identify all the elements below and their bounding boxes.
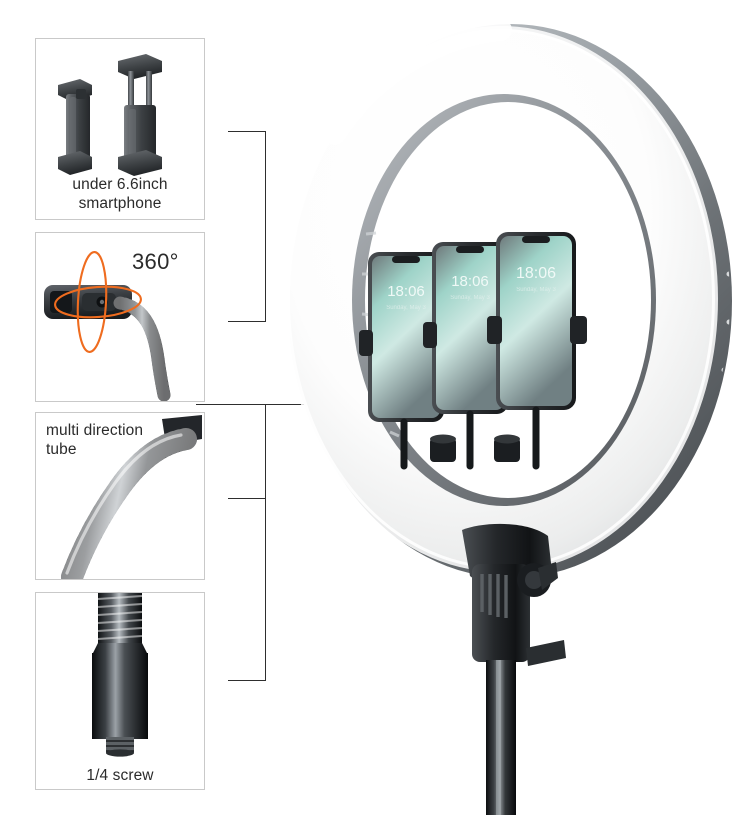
leader-stub-panel-1 xyxy=(228,131,266,132)
flexible-tube-illustration xyxy=(61,415,202,579)
gooseneck-art xyxy=(113,296,171,401)
svg-text:18:06: 18:06 xyxy=(516,265,556,282)
leader-spine-lower xyxy=(265,404,266,680)
phone-mount-arms xyxy=(400,406,540,470)
svg-text:18:06: 18:06 xyxy=(451,273,489,290)
panel-4-caption: 1/4 screw xyxy=(86,767,154,784)
screw-shoulder xyxy=(92,643,148,655)
leader-stub-panel-3 xyxy=(228,498,266,499)
svg-text:Sunday, May 3: Sunday, May 3 xyxy=(450,295,490,301)
screw-barrel xyxy=(92,653,148,739)
ring-light-stand xyxy=(430,520,610,815)
leader-stub-panel-4 xyxy=(228,680,266,681)
feature-panel-flexible-tube: multi direction tube xyxy=(35,412,205,580)
screw-illustration xyxy=(92,593,148,757)
panel-3-caption: multi direction tube xyxy=(46,422,144,458)
panel-1-caption: under 6.6inch smartphone xyxy=(72,176,168,212)
phone-group: 18:06 Sunday, May 3 18:06 Sunday, May 3 xyxy=(359,232,587,422)
leader-stub-panel-2 xyxy=(228,321,266,322)
height-lock-lever xyxy=(526,640,566,666)
rotation-illustration xyxy=(44,251,171,401)
feature-panel-phone-clamp: under 6.6inch smartphone xyxy=(35,38,205,220)
ring-light-illustration: 18:06 Sunday, May 3 18:06 Sunday, May 3 xyxy=(284,19,732,578)
svg-text:Sunday, May 3: Sunday, May 3 xyxy=(516,287,556,293)
feature-panel-rotation: 360° xyxy=(35,232,205,402)
feature-panel-screw: 1/4 screw xyxy=(35,592,205,790)
svg-text:18:06: 18:06 xyxy=(387,283,425,300)
rotation-degree-badge: 360° xyxy=(132,249,179,274)
rotation-arrows xyxy=(54,251,142,353)
clamp-extended xyxy=(118,54,162,176)
svg-text:Sunday, May 3: Sunday, May 3 xyxy=(386,305,426,311)
screw-coil xyxy=(98,593,142,643)
phone-3: 18:06 Sunday, May 3 xyxy=(487,232,587,410)
bracket-body xyxy=(472,564,530,662)
bracket-vents xyxy=(480,574,508,618)
clamp-closed xyxy=(58,79,92,175)
ring-light-product-image: 18:06 Sunday, May 3 18:06 Sunday, May 3 xyxy=(280,14,750,594)
stand-illustration xyxy=(462,523,566,815)
phone-clamp-illustration xyxy=(58,54,162,176)
leader-spine-upper xyxy=(265,131,266,321)
